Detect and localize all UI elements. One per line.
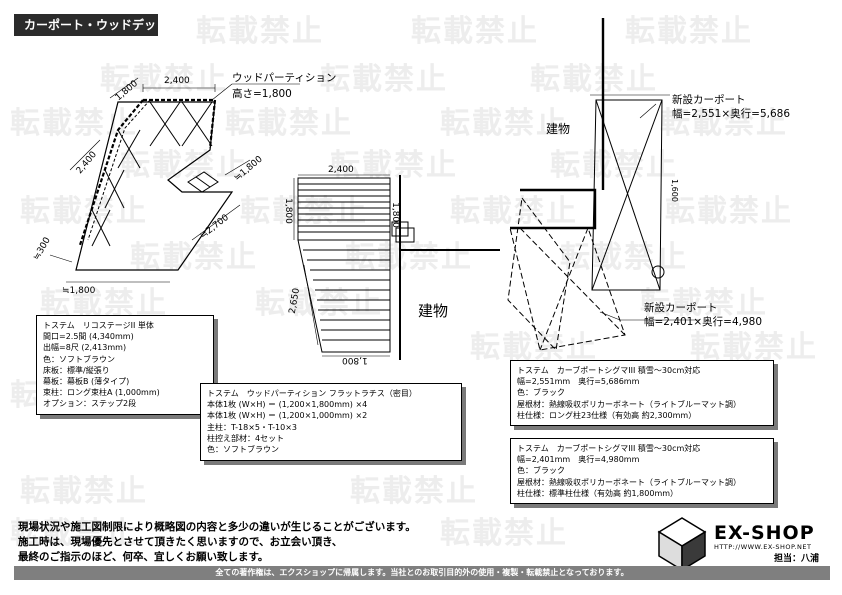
dim-label: 1,800 [282,198,293,224]
spec-line: トステム カーブポートシグマIII 積雪～30cm対応 [517,444,701,453]
spec-carport-1-box: トステム カーブポートシグマIII 積雪～30cm対応 幅=2,551mm 奥行… [510,360,774,426]
carport-plan-drawing [507,18,700,352]
spec-line: 柱仕様：標準柱仕様（有効高 約1,800mm） [517,488,679,498]
spec-line: 柱控え部材：4セット [207,433,285,443]
dim-label: 2,400 [328,165,354,175]
spec-deck-box: トステム リコステージII 単体 間口=2.5間 (4,340mm) 出幅=8尺… [36,315,214,415]
spec-line: 束柱：ロング束柱A (1,000mm) [43,388,160,398]
spec-line: 色：ブラック [517,388,565,398]
carport-label: 新設カーポート [644,302,718,314]
spec-line: 間口=2.5間 (4,340mm) [43,332,134,342]
staff-label: 担当：八浦 [774,554,820,564]
dim-label: 2,400 [164,76,190,86]
notice-line: 現場状況や施工図制限により概略図の内容と多少の違いが生じることがございます。 [18,521,416,533]
carport-label: 新設カーポート [672,94,746,106]
spec-partition-box: トステム ウッドパーティション フラットラチス（密目） 本体1枚 (W×H) ＝… [200,383,462,461]
dim-label: 1,800 [342,355,368,365]
building-label: 建物 [546,122,571,136]
spec-line: 床板：標準/縦張り [43,365,110,375]
deck-elevation-drawing [293,174,500,360]
spec-line: トステム ウッドパーティション フラットラチス（密目） [207,389,417,398]
spec-line: 幅=2,401mm 奥行=4,980mm [517,455,640,465]
deck-plan-drawing [49,77,300,283]
partition-label: ウッドパーティション [232,72,337,84]
spec-line: オプション：ステップ2段 [43,399,137,409]
ex-shop-logo-icon [657,517,707,572]
notice-line: 施工時は、現場優先とさせて頂きたく思いますので、お立会い頂き、 [18,536,343,548]
spec-line: トステム カーブポートシグマIII 積雪～30cm対応 [517,366,701,375]
notice-text: 現場状況や施工図制限により概略図の内容と多少の違いが生じることがございます。 施… [18,520,416,565]
dim-label: 1,600 [669,179,679,202]
spec-line: 出幅=8尺 (2,413mm) [43,343,127,353]
spec-line: 柱仕様：ロング柱23仕様（有効高 約2,300mm） [517,410,697,420]
spec-line: 色：ソフトブラウン [207,444,279,454]
spec-line: 本体1枚 (W×H) ＝ (1,200×1,800mm) ×4 [207,400,368,410]
carport-size-label: 幅=2,551×奥行=5,686 [672,108,791,120]
spec-line: 本体1枚 (W×H) ＝ (1,200×1,000mm) ×2 [207,411,368,421]
copyright-footer: 全ての著作権は、エクスショップに帰属します。当社とのお取引目的外の使用・複製・転… [14,566,830,580]
dim-label: 1,800 [389,202,400,228]
spec-line: 幅=2,551mm 奥行=5,686mm [517,377,640,387]
brand-url: HTTP://WWW.EX-SHOP.NET [714,543,812,551]
partition-height-label: 高さ=1,800 [232,88,292,100]
brand-name: EX-SHOP [714,522,815,544]
spec-line: 屋根材：熱線吸収ポリカーボネート（ライトブルーマット調） [517,399,741,409]
dim-label: ≒1,800 [62,286,96,296]
spec-carport-2-box: トステム カーブポートシグマIII 積雪～30cm対応 幅=2,401mm 奥行… [510,438,774,504]
building-label: 建物 [418,302,449,320]
spec-line: 幕板：幕板B (薄タイプ) [43,376,130,386]
page-title: カーポート・ウッドデッキ [14,14,158,54]
spec-line: トステム リコステージII 単体 [43,321,154,330]
spec-line: 主柱：T-18×5・T-10×3 [207,422,298,432]
carport-size-label: 幅=2,401×奥行=4,980 [644,316,763,328]
spec-line: 色：ソフトブラウン [43,354,115,364]
spec-line: 色：ブラック [517,466,565,476]
notice-line: 最終のご指示のほど、何卒、宜しくお願い致します。 [18,551,269,563]
spec-line: 屋根材：熱線吸収ポリカーボネート（ライトブルーマット調） [517,477,741,487]
